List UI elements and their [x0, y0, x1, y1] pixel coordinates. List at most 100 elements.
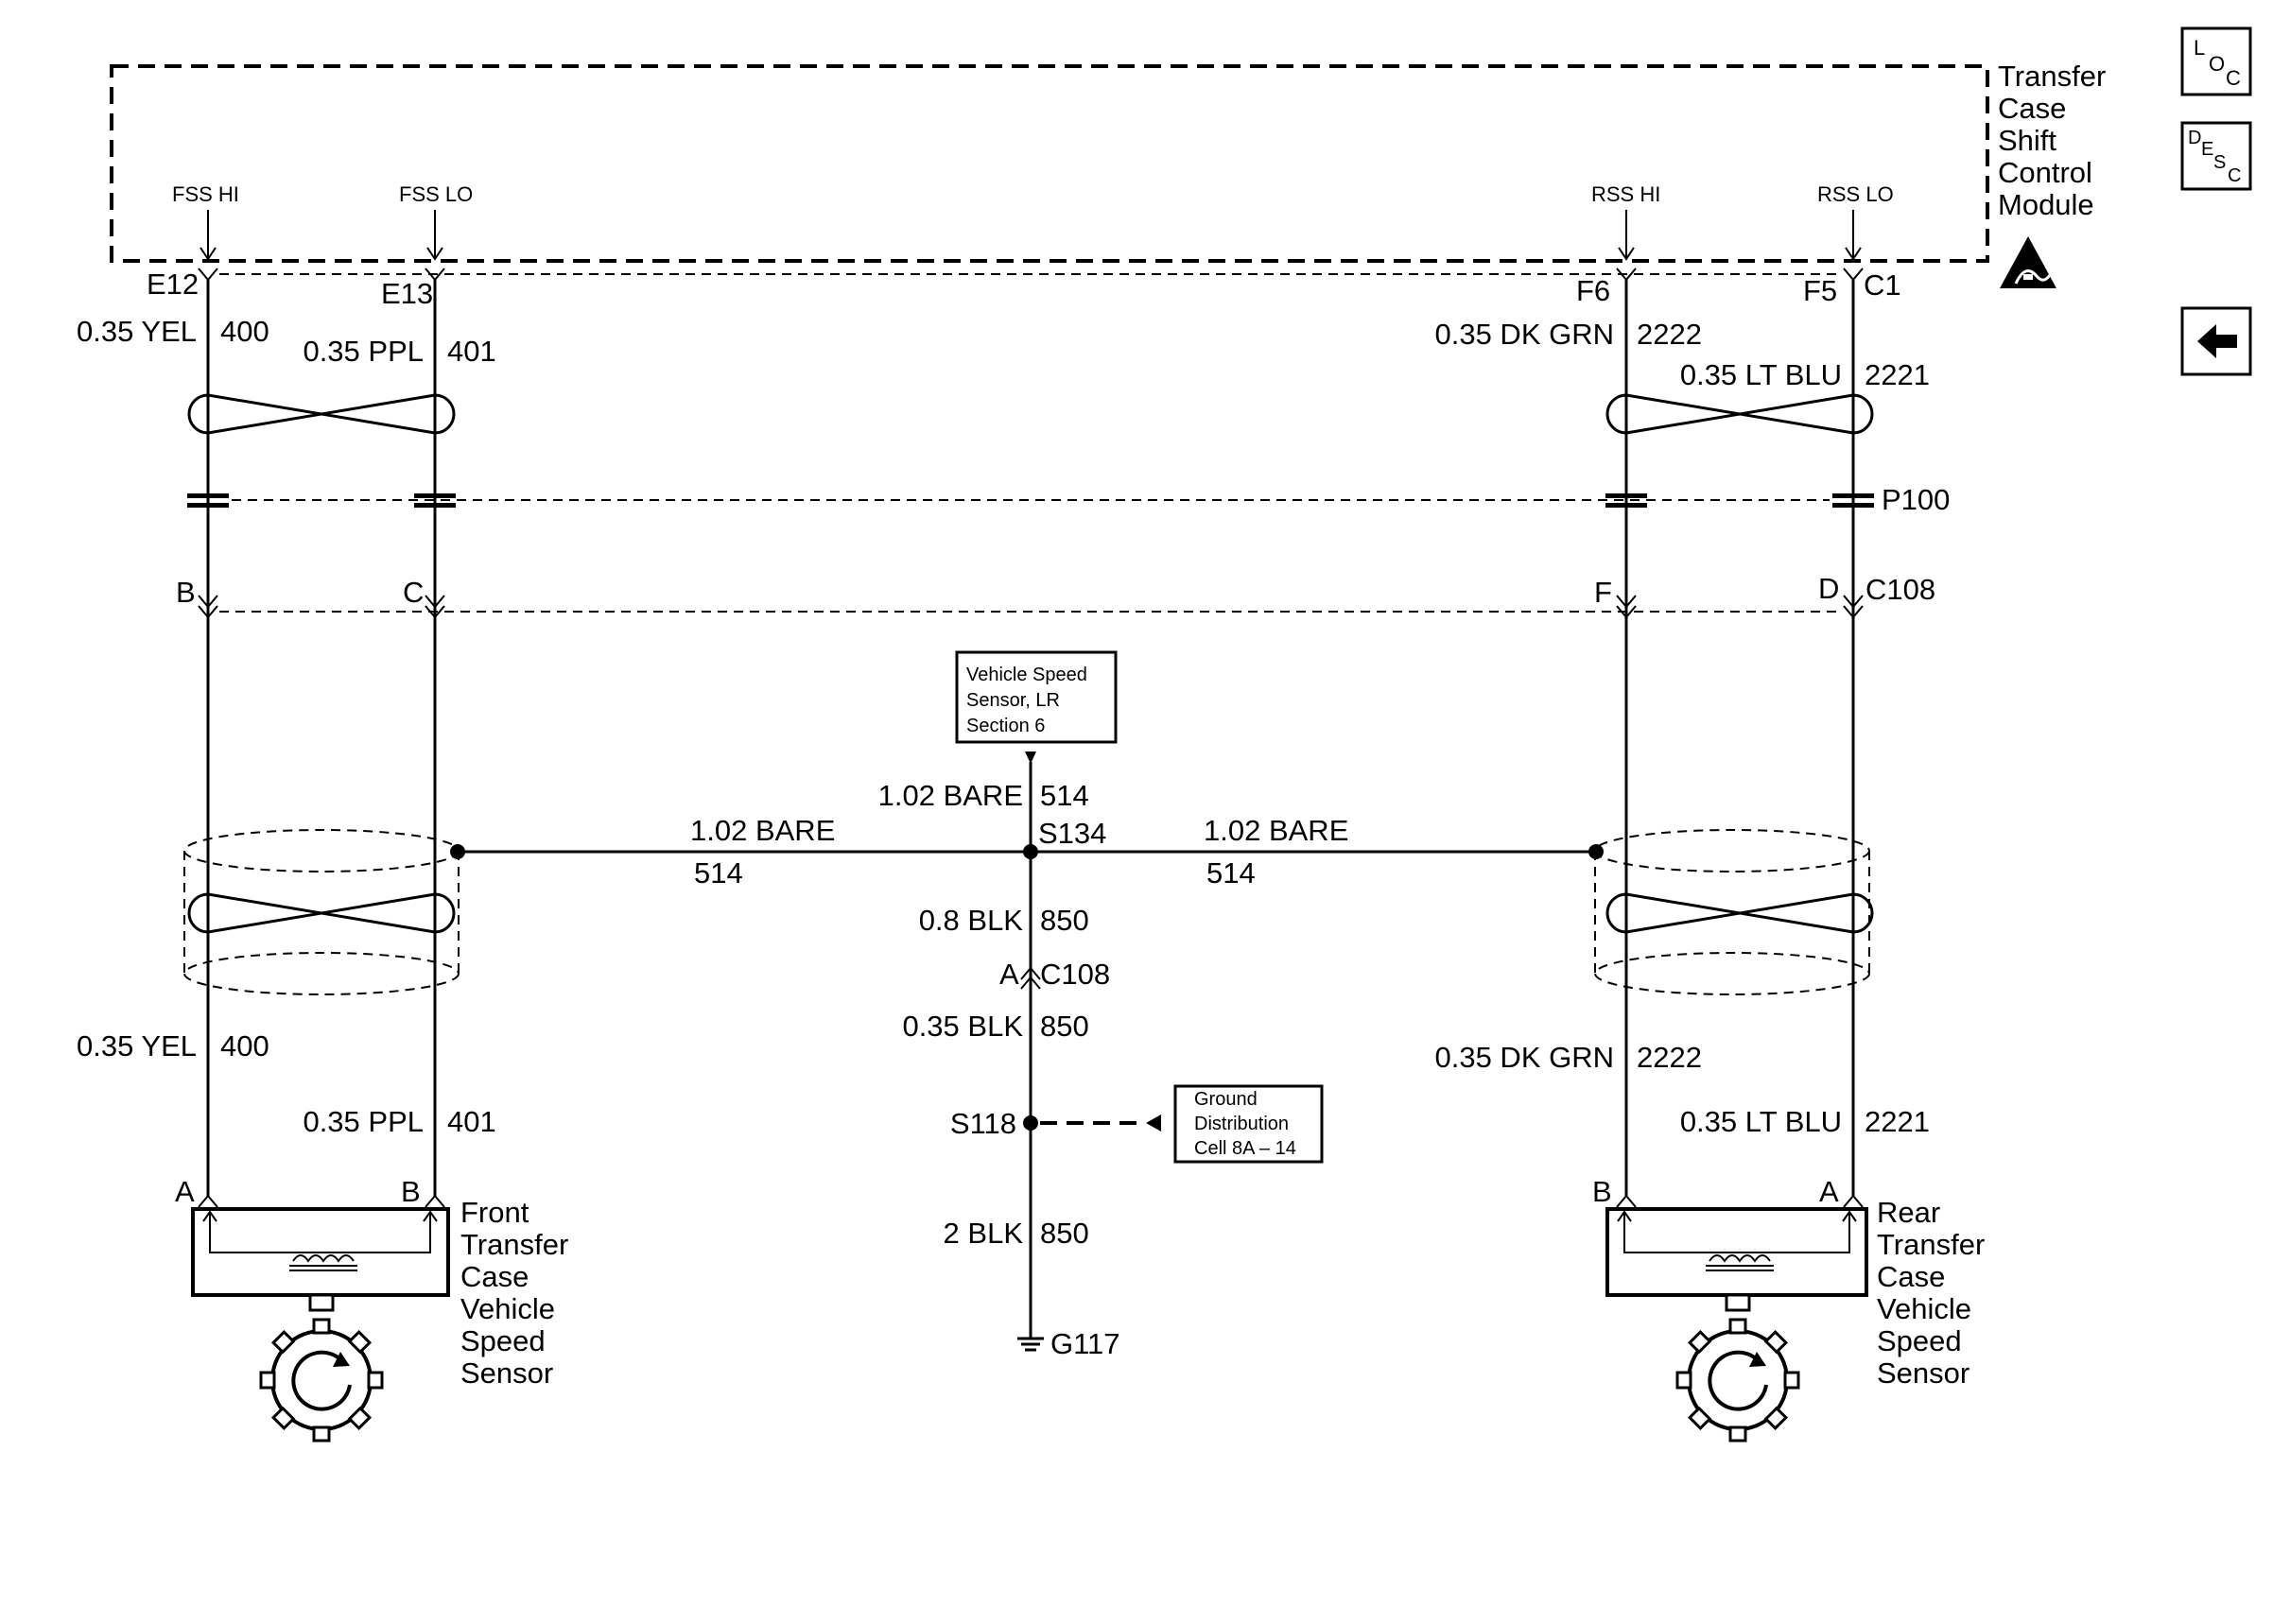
wire-circuit: 2222: [1637, 1041, 1702, 1074]
wire-circuit: 400: [220, 1029, 269, 1063]
sensor-name-line: Rear: [1877, 1196, 1940, 1229]
terminal-e12: E12: [147, 268, 199, 301]
sensor-name-line: Transfer: [1877, 1228, 1985, 1261]
coil-icon: [1706, 1254, 1774, 1271]
wire-circuit: 850: [1040, 1010, 1089, 1043]
ref-box-line: Ground: [1194, 1089, 1258, 1110]
wire-circuit: 2221: [1865, 1105, 1930, 1138]
p100-pass-through-marks: [187, 493, 1874, 508]
front-sensor-pin-b: B: [401, 1175, 421, 1208]
wire-circuit: 850: [1040, 1217, 1089, 1250]
wire-spec: 0.35 PPL: [303, 1105, 424, 1138]
wire-circuit: 514: [1040, 779, 1089, 812]
pin-label-fss-lo: FSS LO: [399, 182, 473, 206]
back-arrow-button[interactable]: [2180, 306, 2252, 376]
sensor-name-line: Case: [460, 1260, 529, 1293]
module-name-line: Shift: [1998, 124, 2056, 157]
module-name-line: Module: [1998, 188, 2094, 221]
wire-spec: 1.02 BARE: [690, 814, 835, 847]
wire-circuit: 400: [220, 315, 269, 348]
twisted-pair-symbol: [1605, 393, 1874, 435]
wire-spec: 0.35 YEL: [77, 315, 197, 348]
wire-circuit: 401: [447, 335, 496, 368]
module-name: Transfer Case Shift Control Module: [1998, 60, 2106, 221]
module-name-line: Control: [1998, 156, 2092, 189]
sensor-stem: [308, 1293, 335, 1312]
ground-c108-pin-a: A: [999, 958, 1019, 991]
connector-c108-label: C108: [1865, 573, 1935, 606]
rear-sensor-pin-b: B: [1592, 1175, 1612, 1208]
sensor-name-line: Case: [1877, 1260, 1945, 1293]
wire-circuit: 2222: [1637, 318, 1702, 351]
c108-pin-c: C: [403, 576, 424, 609]
wire-spec: 0.35 PPL: [303, 335, 424, 368]
sensor-connector-chevrons: [198, 1194, 1864, 1208]
wire-spec: 0.35 BLK: [902, 1010, 1023, 1043]
svg-text:C: C: [2228, 165, 2241, 186]
wire-spec: 0.35 LT BLU: [1680, 1105, 1842, 1138]
wire-spec: 0.35 DK GRN: [1434, 1041, 1614, 1074]
sensor-name-line: Speed: [460, 1324, 546, 1357]
wire-spec: 1.02 BARE: [1204, 814, 1348, 847]
ground-c108-label: C108: [1040, 958, 1110, 991]
ref-box-line: Vehicle Speed: [966, 665, 1087, 685]
svg-text:D: D: [2188, 128, 2201, 148]
wire-spec: 0.35 DK GRN: [1434, 318, 1614, 351]
ref-box-line: Sensor, LR: [966, 690, 1060, 711]
ground-ref-arrow: [1146, 1114, 1161, 1132]
terminal-f5: F5: [1803, 274, 1837, 307]
sensor-name-line: Vehicle: [1877, 1292, 1971, 1325]
pin-label-rss-hi: RSS HI: [1591, 182, 1660, 206]
sensor-stem: [1725, 1293, 1751, 1312]
ref-box-vss-lr[interactable]: Vehicle Speed Sensor, LR Section 6: [955, 650, 1118, 744]
sensor-name-line: Sensor: [460, 1356, 553, 1390]
front-sensor-body: [191, 1207, 450, 1297]
ground-point-g117: G117: [1050, 1327, 1120, 1360]
front-sensor-name: Front Transfer Case Vehicle Speed Sensor: [460, 1196, 568, 1390]
module-name-line: Transfer: [1998, 60, 2106, 93]
wire-circuit: 514: [694, 856, 743, 890]
c108-pin-d: D: [1818, 572, 1839, 605]
wire-circuit: 850: [1040, 904, 1089, 937]
rear-sensor-body: [1605, 1207, 1868, 1297]
rear-sensor-name: Rear Transfer Case Vehicle Speed Sensor: [1877, 1196, 1985, 1390]
wire-circuit: 514: [1206, 856, 1256, 890]
c108-pin-f: F: [1594, 576, 1612, 609]
wire-spec: 0.35 YEL: [77, 1029, 197, 1063]
wire-circuit: 401: [447, 1105, 496, 1138]
pin-label-rss-lo: RSS LO: [1817, 182, 1894, 206]
connector-p100-label: P100: [1882, 483, 1950, 516]
terminal-f6: F6: [1576, 274, 1610, 307]
svg-text:E: E: [2201, 139, 2213, 160]
sensor-name-line: Vehicle: [460, 1292, 555, 1325]
twisted-pair-symbol: [1605, 892, 1874, 934]
splice-node-s118: [1023, 1115, 1038, 1131]
loc-button[interactable]: L O C: [2180, 26, 2252, 96]
back-arrow-icon: [2197, 324, 2237, 358]
ground-c108-chevrons: [1020, 966, 1041, 990]
ref-box-ground-distribution[interactable]: Ground Distribution Cell 8A – 14: [1173, 1084, 1324, 1164]
ref-box-line: Cell 8A – 14: [1194, 1138, 1296, 1159]
svg-text:C: C: [2226, 66, 2241, 90]
wire-spec: 0.8 BLK: [919, 904, 1024, 937]
desc-button[interactable]: D E S C: [2180, 121, 2252, 191]
c108-pin-b: B: [176, 576, 196, 609]
wire-circuit: 2221: [1865, 358, 1930, 391]
esd-caution-icon: [2000, 236, 2056, 288]
twisted-pair-symbol: [187, 892, 456, 934]
coil-icon: [289, 1254, 357, 1271]
rotating-gear-icon: [259, 1318, 384, 1443]
shield-cylinder-right: [1594, 829, 1870, 995]
wire-spec: 2 BLK: [944, 1217, 1024, 1250]
wire-spec: 1.02 BARE: [878, 779, 1023, 812]
terminal-c1: C1: [1864, 268, 1901, 302]
svg-text:O: O: [2209, 52, 2225, 76]
wire-spec: 0.35 LT BLU: [1680, 358, 1842, 391]
drain-node-s134: [1023, 844, 1038, 859]
ref-box-line: Distribution: [1194, 1114, 1289, 1134]
pin-label-fss-hi: FSS HI: [172, 182, 239, 206]
shield-cylinder-left: [183, 829, 460, 995]
sensor-name-line: Speed: [1877, 1324, 1962, 1357]
svg-text:S: S: [2213, 152, 2226, 173]
splice-s118: S118: [950, 1107, 1016, 1140]
